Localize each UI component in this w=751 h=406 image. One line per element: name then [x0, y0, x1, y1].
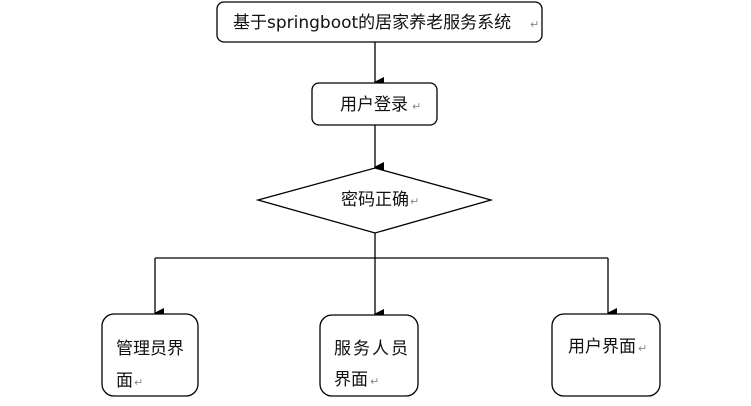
paragraph-mark: ↵ [412, 100, 421, 113]
paragraph-mark: ↵ [638, 342, 647, 355]
admin-interface-box [101, 313, 199, 397]
admin-text-line2: 面 [116, 371, 133, 391]
paragraph-mark: ↵ [410, 195, 419, 208]
service-text-line2: 界面 [334, 370, 368, 390]
user-interface-box [551, 313, 661, 397]
paragraph-mark: ↵ [134, 376, 143, 389]
paragraph-mark: ↵ [370, 375, 379, 388]
admin-text-line1: 管理员界 [116, 339, 184, 359]
service-text-line1: 服务人员 [334, 339, 410, 359]
user-text: 用户界面 [568, 337, 636, 357]
paragraph-mark: ↵ [530, 18, 539, 31]
system-title-text: 基于springboot的居家养老服务系统 [233, 13, 511, 33]
system-title-box [216, 1, 543, 43]
service-staff-interface-box [319, 314, 419, 397]
login-text: 用户登录 [340, 95, 408, 115]
decision-text: 密码正确 [341, 190, 409, 210]
